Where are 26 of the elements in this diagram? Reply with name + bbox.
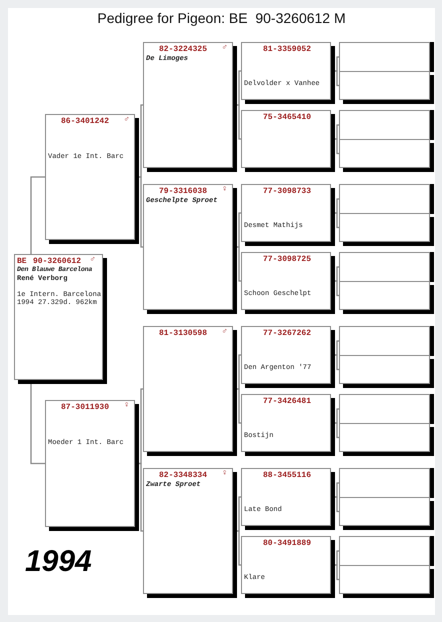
sex-symbol: ♀ [222,469,227,478]
connector-line [30,176,45,254]
ring-number: 88-3455116 [262,471,312,480]
ring-number: 80-3491889 [262,539,312,548]
ring-number: 77-3426481 [262,397,312,406]
ring-number: 81-3130598 [158,329,208,338]
ring-number: 87-3011930 [60,403,110,412]
sex-symbol: ♀ [124,401,129,410]
ring-number: 77-3098725 [262,255,312,264]
ring-number: 77-3267262 [262,329,312,338]
ring-number: 86-3401242 [60,117,110,126]
year-label: 1994 [25,545,92,579]
ring-number: BE [17,257,27,266]
sex-symbol: ♂ [124,115,129,124]
sex-symbol: ♂ [222,43,227,52]
page-title: Pedigree for Pigeon: BE 90-3260612 M [96,10,347,26]
ring-number: 79-3316038 [158,187,208,196]
sex-symbol: ♂ [90,255,95,264]
ring-number: 90-3260612 [33,257,82,266]
sex-symbol: ♂ [222,327,227,336]
ring-number: 75-3465410 [262,113,312,122]
ring-number: 77-3098733 [262,187,312,196]
sex-symbol: ♀ [222,185,227,194]
ring-number: 81-3359052 [262,45,312,54]
ring-number: 82-3224325 [158,45,208,54]
ring-number: 82-3348334 [158,471,208,480]
